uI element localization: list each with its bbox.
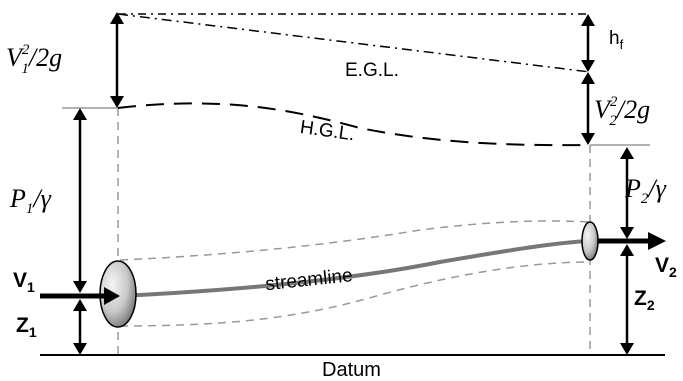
- egl-line: [117, 13, 591, 73]
- hf-arrow-top: [581, 14, 595, 26]
- v1-head-arrow-bottom: [110, 96, 124, 108]
- p1-head-arrow-bottom: [73, 281, 87, 293]
- v1-label: V1: [13, 269, 35, 295]
- v1-arrowhead: [104, 287, 120, 305]
- z2-arrow-top: [620, 244, 634, 256]
- z1-arrow-bottom: [73, 343, 87, 355]
- p1-head-arrow-top: [73, 108, 87, 120]
- streamline-curve: [119, 239, 591, 298]
- hgl-line: [117, 102, 591, 147]
- z1-label: Z1: [16, 314, 37, 340]
- p2-pressure-head-label: P2/γ: [624, 174, 667, 207]
- section2-ellipse: [581, 221, 599, 261]
- hf-arrow-bottom: [581, 60, 595, 72]
- v2-head-arrow-bottom: [581, 133, 595, 145]
- z2-label: Z2: [634, 287, 655, 313]
- v2-label: V2: [655, 254, 677, 280]
- p2-head-arrow-bottom: [620, 227, 634, 239]
- hf-label: hf: [609, 28, 624, 52]
- datum-label: Datum: [322, 359, 381, 381]
- streamline-label: streamline: [264, 265, 353, 295]
- v2-head-arrow-top: [581, 72, 595, 84]
- egl-label: E.G.L.: [345, 60, 399, 81]
- streamtube-upper: [119, 220, 591, 261]
- p1-pressure-head-label: P1/γ: [9, 184, 52, 217]
- z1-arrow-top: [73, 299, 87, 311]
- hgl-label: H.G.L.: [299, 117, 356, 145]
- v1-head-arrow-top: [110, 12, 124, 24]
- streamtube-lower: [119, 261, 591, 327]
- p2-head-arrow-top: [620, 147, 634, 159]
- v2-arrowhead: [648, 232, 666, 250]
- z2-arrow-bottom: [620, 343, 634, 355]
